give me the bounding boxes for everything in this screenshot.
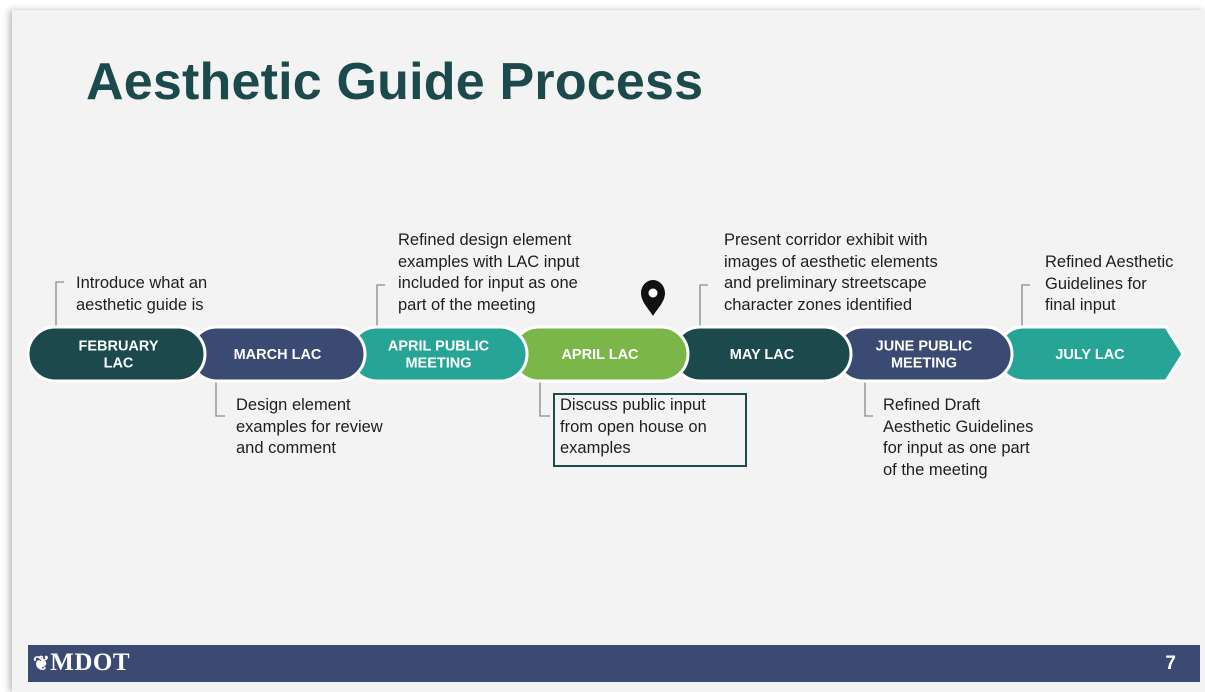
stage-label: JUNE PUBLIC	[876, 339, 973, 355]
mdot-logo: ❦MDOT	[33, 649, 131, 676]
stage-label: MEETING	[405, 356, 471, 372]
note-may: Present corridor exhibit with images of …	[724, 231, 938, 314]
timeline-stage: MARCH LAC	[188, 325, 367, 383]
stage-label: FEBRUARY	[78, 339, 158, 355]
stage-label: MAY LAC	[730, 347, 795, 363]
stage-label: APRIL LAC	[561, 347, 639, 363]
stage-label: MARCH LAC	[234, 347, 322, 363]
stage-shape	[26, 325, 207, 383]
location-pin-icon	[641, 280, 665, 316]
connector-lines	[55, 281, 1030, 417]
stage-label: LAC	[104, 356, 134, 372]
slide-title: Aesthetic Guide Process	[86, 53, 704, 111]
note-april-lac: Discuss public input from open house on …	[560, 396, 707, 457]
footer-bar: ❦MDOT 7	[28, 645, 1200, 682]
note-july: Refined Aesthetic Guidelines for final i…	[1045, 253, 1174, 314]
note-february: Introduce what an aesthetic guide is	[76, 274, 208, 314]
timeline-stage: APRIL LAC	[510, 325, 690, 383]
stage-label: APRIL PUBLIC	[388, 339, 490, 355]
timeline-stage: MAY LAC	[671, 325, 853, 383]
stage-label: JULY LAC	[1055, 347, 1125, 363]
note-june: Refined Draft Aesthetic Guidelines for i…	[883, 396, 1034, 479]
michigan-icon: ❦	[33, 653, 51, 675]
highlight-box	[553, 393, 747, 467]
note-march: Design element examples for review and c…	[236, 396, 383, 457]
note-april-public-meeting: Refined design element examples with LAC…	[398, 231, 580, 314]
page-number: 7	[1165, 653, 1176, 674]
stage-label: MEETING	[891, 356, 957, 372]
timeline-stage: JULY LAC	[995, 325, 1185, 383]
